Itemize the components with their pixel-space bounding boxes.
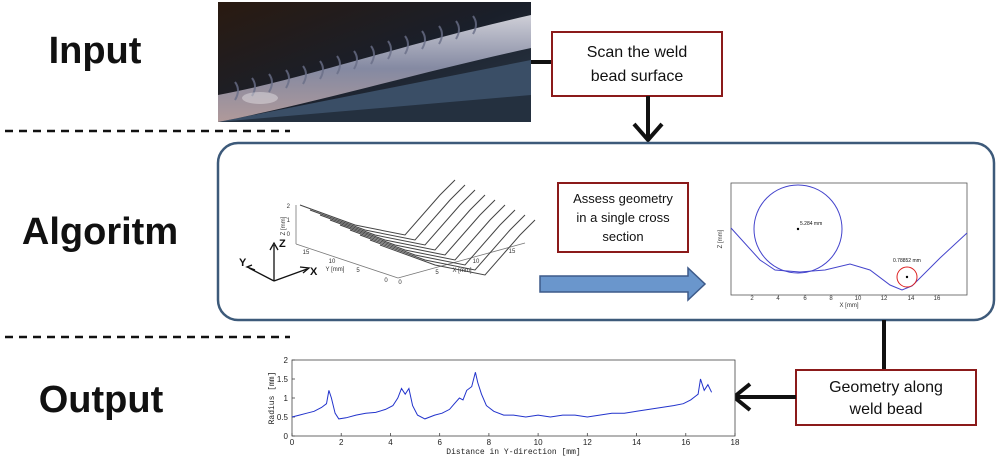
geometry-box: Geometry along weld bead xyxy=(795,369,977,426)
y-tick-label: 0 xyxy=(284,432,289,441)
y-tick-0: 0 xyxy=(384,278,388,284)
process-arrow xyxy=(539,266,707,302)
inscribed-circle-large xyxy=(753,184,843,274)
assess-box-line-1: Assess geometry xyxy=(573,191,673,206)
x-tick-1: 5 xyxy=(435,270,439,276)
x-tick-label: 14 xyxy=(632,438,641,447)
z-tick-1: 1 xyxy=(287,218,291,224)
y-tick-1: 5 xyxy=(356,268,360,274)
y-axis-label: Radius [mm] xyxy=(268,372,277,425)
cs-x-tick-16: 16 xyxy=(934,296,941,302)
cross-section-plot: 5.284 mm 0.78852 mm 2 4 6 8 10 12 14 16 … xyxy=(718,182,968,309)
x-tick-label: 16 xyxy=(681,438,690,447)
center-dot-small xyxy=(905,275,909,279)
scan-box-line-1: Scan the weld xyxy=(587,44,688,61)
cs-x-tick-10: 10 xyxy=(855,296,862,302)
x-tick-label: 8 xyxy=(487,438,492,447)
x-tick-label: 6 xyxy=(437,438,442,447)
stage-label-input: Input xyxy=(49,30,142,72)
big-circle-label: 5.284 mm xyxy=(800,221,822,227)
x-tick-label: 10 xyxy=(534,438,543,447)
x-tick-2: 10 xyxy=(473,259,480,265)
z-tick-2: 2 xyxy=(287,204,291,210)
y-tick-label: 0.5 xyxy=(277,413,289,422)
x-tick-label: 18 xyxy=(731,438,740,447)
assess-box-line-2: in a single cross xyxy=(576,210,670,225)
x-tick-3: 15 xyxy=(509,249,516,255)
x-axis-label: Distance in Y-direction [mm] xyxy=(446,448,580,457)
scan-box-line-2: bead surface xyxy=(591,68,684,85)
assess-box: Assess geometry in a single cross sectio… xyxy=(557,182,689,253)
plot-3d: 0 1 2 0 5 10 15 0 5 10 15 Z [mm] Y [mm] … xyxy=(239,179,536,286)
x-tick-label: 12 xyxy=(583,438,592,447)
cs-ylabel: Z [mm] xyxy=(718,229,724,248)
y-axis-label: Y [mm] xyxy=(326,267,345,273)
cs-xlabel: X [mm] xyxy=(840,303,859,309)
arrow-down xyxy=(632,96,664,144)
x-tick-label: 0 xyxy=(290,438,295,447)
geometry-box-line-2: weld bead xyxy=(849,401,923,418)
triad-x: X xyxy=(310,266,318,278)
x-tick-label: 2 xyxy=(339,438,344,447)
x-tick-label: 4 xyxy=(388,438,393,447)
x-tick-0: 0 xyxy=(398,280,402,286)
z-axis-label: Z [mm] xyxy=(281,216,287,235)
stage-label-output: Output xyxy=(39,379,164,421)
cs-x-tick-12: 12 xyxy=(881,296,888,302)
z-tick-0: 0 xyxy=(287,232,291,238)
triad-z: Z xyxy=(279,238,286,250)
y-tick-label: 2 xyxy=(284,356,289,365)
geometry-box-line-1: Geometry along xyxy=(829,379,943,396)
small-circle-label: 0.78852 mm xyxy=(893,258,921,264)
weld-photo xyxy=(218,2,531,122)
arrow-left xyxy=(730,382,796,412)
cs-x-tick-6: 6 xyxy=(803,296,807,302)
y-tick-3: 15 xyxy=(303,250,310,256)
inscribed-circle-small xyxy=(896,266,918,288)
y-tick-2: 10 xyxy=(329,259,336,265)
cs-x-tick-4: 4 xyxy=(776,296,780,302)
y-tick-label: 1.5 xyxy=(277,375,289,384)
triad-y: Y xyxy=(239,257,247,269)
chart-plot-area xyxy=(291,359,736,437)
cs-x-tick-2: 2 xyxy=(750,296,754,302)
cross-section-profile xyxy=(730,227,968,291)
radius-series-line xyxy=(291,372,713,420)
cs-x-tick-14: 14 xyxy=(908,296,915,302)
cs-x-tick-8: 8 xyxy=(829,296,833,302)
axis-triad xyxy=(245,241,311,282)
y-tick-label: 1 xyxy=(284,394,289,403)
scan-box: Scan the weld bead surface xyxy=(551,31,723,97)
stage-label-algorithm: Algoritm xyxy=(22,211,178,253)
assess-box-line-3: section xyxy=(602,229,643,244)
center-dot-large xyxy=(796,227,800,231)
x-axis-label: X [mm] xyxy=(453,268,472,274)
